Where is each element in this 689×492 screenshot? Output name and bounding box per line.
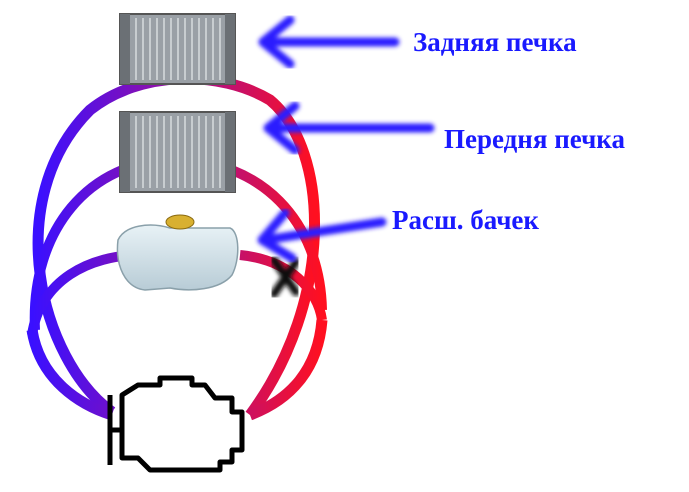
blocked-x-icon (270, 256, 300, 298)
front-heater-label: Передня печка (444, 124, 625, 154)
expansion-tank-icon (116, 214, 239, 291)
arrow-left-icon (258, 15, 400, 69)
front-heater-radiator-icon (119, 111, 236, 193)
lower-pipe (26, 319, 328, 421)
engine-icon (107, 375, 245, 473)
arrow-left-icon (263, 101, 435, 155)
rear-heater-label: Задняя печка (413, 27, 577, 57)
expansion-tank-label: Расш. бачек (392, 205, 539, 235)
rear-heater-radiator-icon (119, 13, 236, 85)
arrow-left-icon (257, 208, 387, 263)
